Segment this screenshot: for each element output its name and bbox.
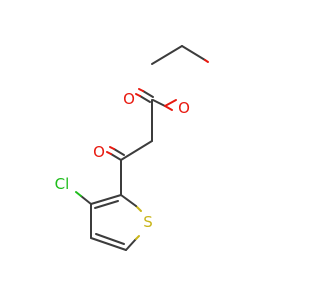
bond-ester-carbonyl-a bbox=[139, 95, 151, 103]
bond-ketone-co-a bbox=[110, 153, 122, 161]
bond-o-ester-carbon-red bbox=[164, 105, 173, 111]
molecule-structure: O O O Cl S bbox=[55, 45, 209, 251]
bond-o-ester-carbon bbox=[152, 99, 166, 107]
bond-s-c2 bbox=[120, 194, 137, 207]
bond-c4-c5-a bbox=[90, 237, 127, 251]
bond-c4-c5-b bbox=[95, 233, 125, 245]
bond-ethyl-ch2-o bbox=[181, 45, 206, 61]
bond-ester-carbon-o-red bbox=[164, 99, 177, 107]
bond-ester-carbonyl-a-red bbox=[135, 93, 141, 97]
bond-c5-s-yellow bbox=[135, 235, 140, 240]
bond-ester-carbonyl-b-red bbox=[138, 88, 144, 92]
bond-ketone-co-a-red bbox=[106, 151, 112, 155]
bond-c3-cl-green bbox=[75, 191, 82, 197]
bond-ch2-o-red bbox=[204, 59, 209, 63]
atom-sulfur: S bbox=[143, 213, 153, 231]
bond-ch2-ketone bbox=[120, 140, 153, 161]
bond-ethyl-ch3-ch2 bbox=[151, 45, 183, 65]
bond-c2-c3-a bbox=[90, 194, 122, 205]
bond-ester-carbonyl-b bbox=[142, 90, 154, 98]
atom-chlorine: Cl bbox=[55, 175, 70, 193]
bond-ketone-co-b bbox=[113, 148, 125, 156]
bond-s-c2-yellow bbox=[135, 205, 142, 212]
atom-o-ester: O bbox=[178, 99, 190, 117]
atom-o-ketone: O bbox=[93, 143, 105, 161]
bond-ketone-co-b-red bbox=[109, 146, 115, 150]
bond-c5-s bbox=[125, 238, 137, 251]
atom-o-ester-carbonyl: O bbox=[123, 90, 135, 108]
bond-c3-cl bbox=[80, 195, 92, 205]
bond-c2-c3-b bbox=[94, 200, 119, 209]
